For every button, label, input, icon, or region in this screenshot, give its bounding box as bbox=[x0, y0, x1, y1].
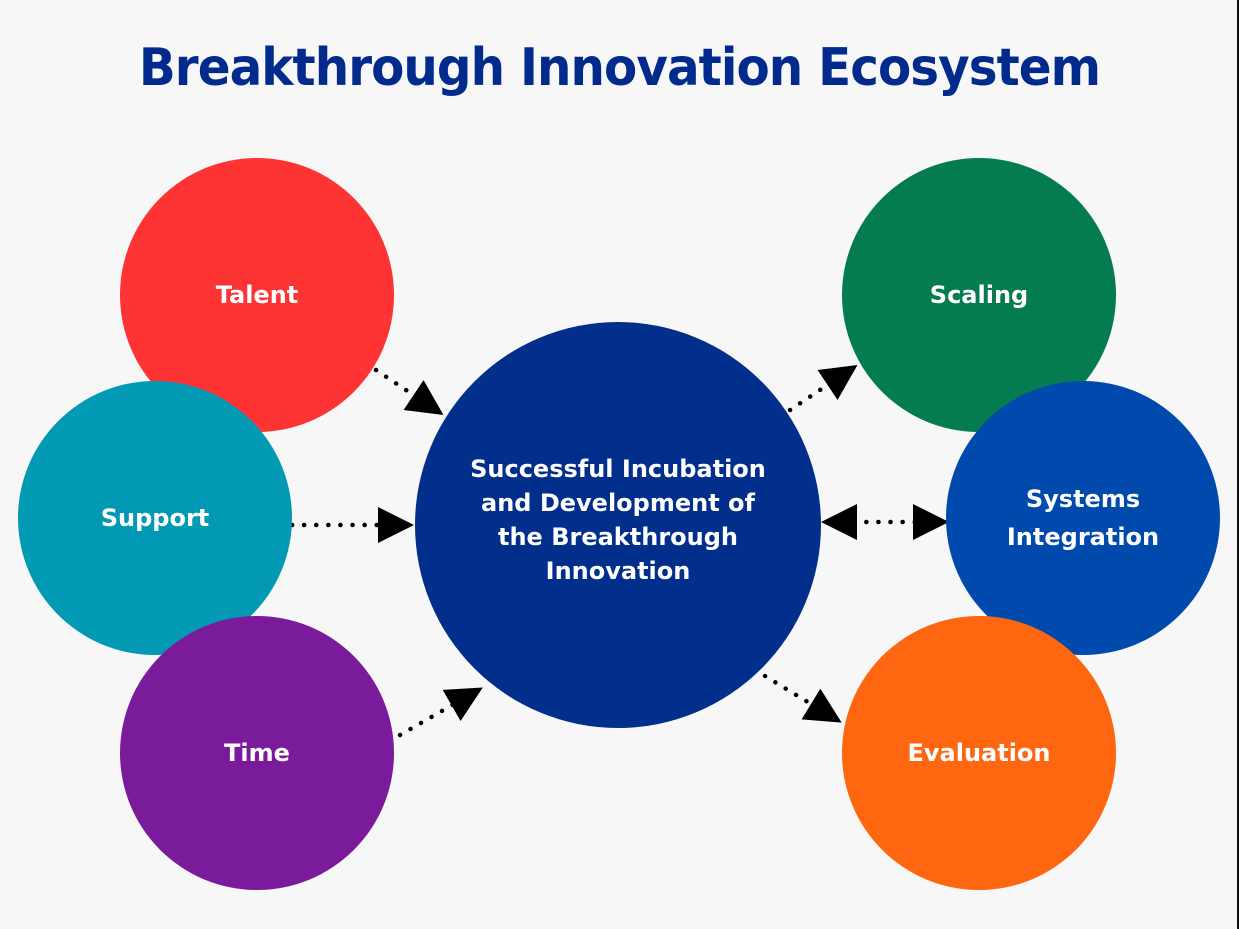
node-evaluation: Evaluation bbox=[842, 616, 1116, 890]
node-support: Support bbox=[18, 381, 292, 655]
arrow-center-to-evaluation bbox=[762, 673, 842, 723]
node-center: Successful Incubation and Development of… bbox=[415, 322, 821, 728]
node-label: Evaluation bbox=[907, 739, 1051, 767]
node-label: Systems Integration bbox=[1006, 485, 1160, 551]
diagram-title: Breakthrough Innovation Ecosystem bbox=[138, 38, 1101, 98]
right-border bbox=[1237, 0, 1239, 929]
node-label: Talent bbox=[215, 281, 299, 309]
node-label: Support bbox=[100, 504, 210, 532]
node-label: Successful Incubation and Development of… bbox=[470, 455, 766, 585]
arrow-center-to-scaling bbox=[787, 365, 858, 413]
arrow-time-to-center bbox=[397, 687, 483, 738]
node-systems-integration: Systems Integration bbox=[946, 381, 1220, 655]
node-label: Scaling bbox=[929, 281, 1029, 309]
node-time: Time bbox=[120, 616, 394, 890]
node-label: Time bbox=[224, 739, 290, 767]
arrow-talent-to-center bbox=[373, 367, 444, 415]
